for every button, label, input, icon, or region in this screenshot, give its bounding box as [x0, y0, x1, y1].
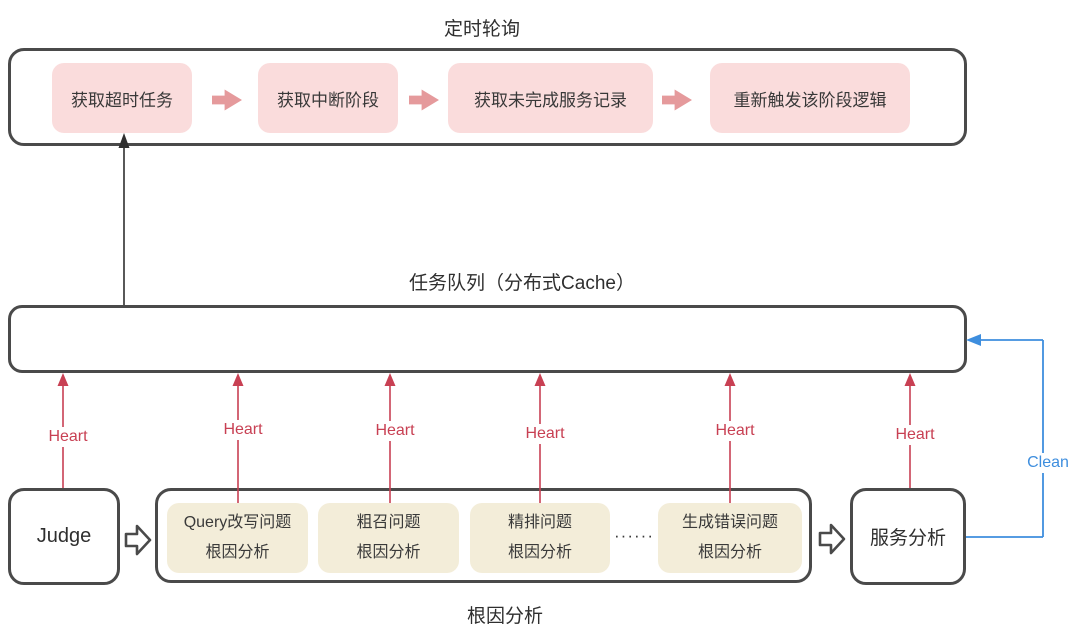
hollow-right-arrow-icon [124, 524, 152, 556]
cause-item-line2: 根因分析 [697, 544, 762, 561]
cause-item-line1: Query改写问题 [183, 514, 292, 531]
task-queue-box [8, 305, 967, 373]
clean-edge-label: Clean [1019, 453, 1077, 473]
cause-item-line1: 精排问题 [507, 514, 572, 531]
judge-box: Judge [8, 488, 120, 585]
polling-step-fetch-interrupt: 获取中断阶段 [258, 63, 398, 133]
cause-item-line1: 生成错误问题 [681, 514, 778, 531]
cause-item-line2: 根因分析 [356, 544, 421, 561]
judge-label: Judge [36, 525, 92, 547]
cause-item-line2: 根因分析 [205, 544, 270, 561]
cause-item-query-rewrite: Query改写问题 根因分析 [167, 503, 308, 573]
queue-title: 任务队列（分布式Cache） [409, 273, 635, 294]
heart-edge-label: Heart [41, 427, 95, 447]
polling-step-fetch-unfinished: 获取未完成服务记录 [448, 63, 653, 133]
polling-title: 定时轮询 [443, 19, 520, 40]
cause-item-generation-error: 生成错误问题 根因分析 [658, 503, 802, 573]
cause-item-fine-rank: 精排问题 根因分析 [470, 503, 610, 573]
heart-edge-label: Heart [708, 421, 762, 441]
cause-item-line1: 粗召问题 [356, 514, 421, 531]
cause-item-coarse-recall: 粗召问题 根因分析 [318, 503, 459, 573]
heart-edge-label: Heart [216, 420, 270, 440]
root-cause-title: 根因分析 [466, 606, 543, 627]
service-analysis-label: 服务分析 [869, 528, 946, 549]
heart-edge-label: Heart [368, 421, 422, 441]
polling-step-fetch-timeout: 获取超时任务 [52, 63, 192, 133]
cause-items-ellipsis: ······ [614, 526, 654, 545]
cause-item-line2: 根因分析 [507, 544, 572, 561]
heart-edge-label: Heart [518, 424, 572, 444]
polling-step-retrigger: 重新触发该阶段逻辑 [710, 63, 910, 133]
clean-arrow [966, 334, 1044, 538]
heart-edge-label: Heart [888, 425, 942, 445]
service-analysis-box: 服务分析 [850, 488, 966, 585]
timeout-task-arrow [118, 133, 130, 305]
hollow-right-arrow-icon [818, 523, 846, 555]
